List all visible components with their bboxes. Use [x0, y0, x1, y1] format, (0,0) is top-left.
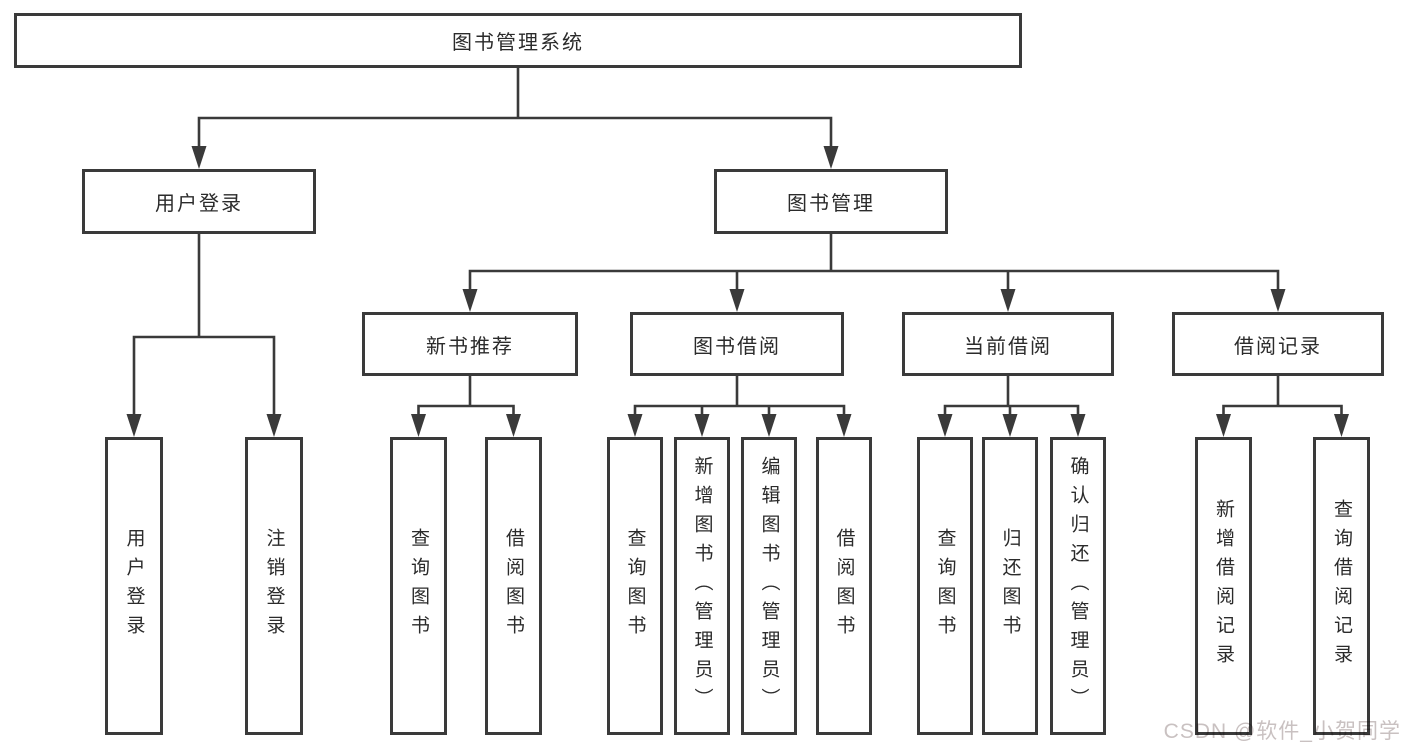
- node-book-borrow: 图书借阅: [630, 312, 844, 376]
- arrowhead-down: [823, 146, 839, 169]
- arrowhead-down: [1000, 289, 1016, 312]
- leaf-confirm-return-admin: 确认归还（管理员）: [1050, 437, 1106, 735]
- leaf-logout: 注销登录: [245, 437, 303, 735]
- leaf-borrow-books-recommend: 借阅图书: [485, 437, 542, 735]
- leaf-add-borrow-record: 新增借阅记录: [1195, 437, 1252, 735]
- node-label: 借阅记录: [1234, 335, 1322, 358]
- node-label: 编辑图书（管理员）: [758, 455, 780, 717]
- arrowhead-down: [191, 146, 207, 169]
- arrowhead-down: [1334, 414, 1349, 437]
- arrowhead-down: [411, 414, 426, 437]
- leaf-user-login: 用户登录: [105, 437, 163, 735]
- node-label: 图书管理: [787, 193, 875, 215]
- connector-bookmgmt-to-level3: [462, 232, 1286, 312]
- arrowhead-down: [506, 414, 521, 437]
- arrowhead-down: [1070, 414, 1086, 437]
- node-label: 新书推荐: [426, 335, 514, 358]
- node-label: 归还图书: [999, 528, 1021, 644]
- arrowhead-down: [836, 414, 852, 437]
- leaf-edit-books-admin: 编辑图书（管理员）: [741, 437, 797, 735]
- arrowhead-down: [126, 414, 142, 437]
- node-book-management: 图书管理: [714, 169, 948, 234]
- node-label: 查询图书: [624, 528, 646, 644]
- connector-userlogin-to-leaves: [126, 232, 282, 437]
- leaf-return-books: 归还图书: [982, 437, 1038, 735]
- leaf-add-books-admin: 新增图书（管理员）: [674, 437, 730, 735]
- node-label: 借阅图书: [503, 528, 524, 644]
- node-label: 注销登录: [263, 528, 285, 644]
- arrowhead-down: [729, 289, 745, 312]
- leaf-query-books-recommend: 查询图书: [390, 437, 447, 735]
- leaf-query-books-borrow: 查询图书: [607, 437, 663, 735]
- arrowhead-down: [761, 414, 777, 437]
- node-label: 用户登录: [123, 528, 145, 644]
- connector-bookborrow-to-leaves: [627, 374, 852, 437]
- arrowhead-down: [1002, 414, 1018, 437]
- node-user-login: 用户登录: [82, 169, 316, 234]
- leaf-query-books-current: 查询图书: [917, 437, 973, 735]
- leaf-query-borrow-record: 查询借阅记录: [1313, 437, 1370, 735]
- node-root-system: 图书管理系统: [14, 13, 1022, 68]
- arrowhead-down: [462, 289, 478, 312]
- node-label: 查询图书: [408, 528, 429, 644]
- arrowhead-down: [1270, 289, 1286, 312]
- arrowhead-down: [694, 414, 710, 437]
- node-label: 图书借阅: [693, 335, 781, 358]
- csdn-watermark: CSDN @软件_小贺同学: [1163, 720, 1401, 743]
- arrowhead-down: [627, 414, 643, 437]
- arrowhead-down: [937, 414, 953, 437]
- node-new-book-recommend: 新书推荐: [362, 312, 578, 376]
- node-label: 当前借阅: [964, 335, 1052, 358]
- node-label: 新增图书（管理员）: [691, 455, 713, 717]
- node-current-borrow: 当前借阅: [902, 312, 1114, 376]
- connector-currentborrow-to-leaves: [937, 374, 1086, 437]
- node-label: 确认归还（管理员）: [1067, 455, 1089, 717]
- arrowhead-down: [266, 414, 282, 437]
- node-label: 图书管理系统: [452, 32, 584, 54]
- node-label: 用户登录: [155, 193, 243, 215]
- leaf-borrow-books: 借阅图书: [816, 437, 872, 735]
- arrowhead-down: [1216, 414, 1231, 437]
- connector-newbook-to-leaves: [411, 374, 521, 437]
- node-borrow-record: 借阅记录: [1172, 312, 1384, 376]
- node-label: 查询图书: [934, 528, 956, 644]
- node-label: 新增借阅记录: [1213, 499, 1234, 673]
- connector-root-to-level2: [191, 66, 839, 169]
- node-label: 借阅图书: [833, 528, 855, 644]
- node-label: 查询借阅记录: [1331, 499, 1352, 673]
- connector-borrowrecord-to-leaves: [1216, 374, 1349, 437]
